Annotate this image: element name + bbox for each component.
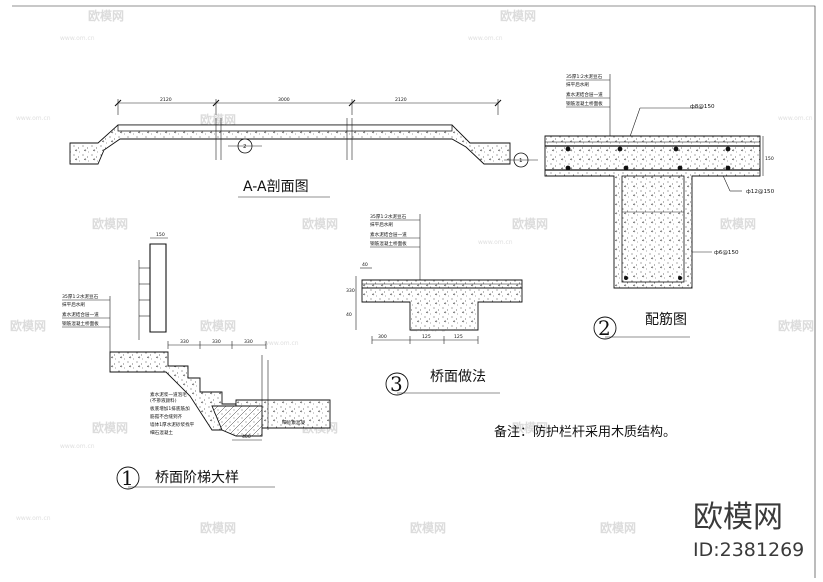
rebar-detail-number: 2 — [598, 316, 611, 340]
rebar-label-top: ф8@150 — [690, 104, 715, 110]
watermark-url: www.om.cn — [60, 35, 95, 42]
rebar-dim-side: 150 — [765, 156, 774, 162]
svg-text:40: 40 — [346, 312, 352, 318]
deck-detail: 35厚1:2水泥豆石 抹平后水刷 素水泥结合层一道 钢筋混凝土桥面板 40 33… — [346, 213, 523, 396]
watermark-brand: 欧模网 — [512, 420, 548, 435]
watermark-brand: 欧模网 — [92, 216, 128, 231]
watermark-brand: 欧模网 — [302, 216, 338, 231]
watermark-url: www.om.cn — [16, 515, 51, 522]
remark-note: 备注：防护栏杆采用木质结构。 — [494, 424, 676, 440]
deck-detail-number: 3 — [390, 372, 403, 396]
dim-left: 2120 — [160, 97, 172, 103]
watermark-url: www.om.cn — [468, 35, 503, 42]
svg-text:125: 125 — [454, 334, 463, 340]
section-aa-title: A-A剖面图 — [243, 179, 309, 195]
rebar-layer-1: 35厚1:2水泥豆石 — [566, 73, 603, 80]
railing-posts — [215, 118, 353, 160]
stair-step-dimension — [167, 341, 267, 349]
section-aa-dimension-line — [114, 99, 502, 115]
section-aa: 2120 3000 2120 2 1 A-A剖面图 — [69, 97, 538, 198]
rebar-label-stirrup: ф6@150 — [714, 250, 739, 256]
watermark-brand: 欧模网 — [10, 318, 46, 333]
svg-text:125: 125 — [422, 334, 431, 340]
watermark-url: www.om.cn — [60, 443, 95, 450]
svg-text:素水泥浆一道泡毛: 素水泥浆一道泡毛 — [150, 391, 187, 398]
stair-step-dim-1: 330 — [180, 339, 189, 345]
deck-section — [361, 279, 523, 331]
stair-detail-title: 桥面阶梯大样 — [155, 470, 239, 486]
drawing-id: ID:2381269 — [693, 539, 804, 561]
svg-text:(不掺液颜料): (不掺液颜料) — [150, 397, 177, 404]
svg-text:300: 300 — [378, 334, 387, 340]
deck-layer-1: 35厚1:2水泥豆石 — [370, 213, 407, 220]
stair-layer-3: 素水泥结合层一道 — [62, 311, 99, 318]
stair-body — [109, 351, 237, 431]
watermark-brand: 欧模网 — [720, 216, 756, 231]
watermark-brand: 欧模网 — [200, 318, 236, 333]
watermark-url: www.om.cn — [264, 340, 299, 347]
stair-top-dim: 150 — [156, 232, 165, 238]
watermark-brand: 欧模网 — [778, 318, 814, 333]
watermark-url: www.om.cn — [778, 115, 813, 122]
deck-detail-title: 桥面做法 — [430, 369, 486, 385]
stair-step-dim-2: 330 — [212, 339, 221, 345]
dim-right: 2120 — [395, 97, 407, 103]
svg-text:筋孤不合缝到齐: 筋孤不合缝到齐 — [150, 413, 183, 420]
sheet-border — [12, 5, 816, 578]
rebar-dots — [565, 146, 731, 280]
watermark-brand: 欧模网 — [200, 112, 236, 127]
watermark-brand: 欧模网 — [512, 216, 548, 231]
rebar-layer-3: 素水泥结合层一道 — [566, 91, 603, 98]
svg-text:1: 1 — [519, 158, 523, 164]
deck-layer-4: 钢筋混凝土桥面板 — [370, 240, 407, 247]
stair-base-fill — [211, 405, 263, 437]
svg-text:2: 2 — [243, 144, 247, 150]
stair-wall — [149, 243, 167, 333]
rebar-label-bottom: ф12@150 — [746, 189, 775, 195]
stair-layer-4: 钢筋混凝土桥面板 — [62, 320, 99, 327]
watermark-brand: 欧模网 — [200, 520, 236, 535]
svg-text:细石混凝土: 细石混凝土 — [150, 429, 173, 436]
svg-text:330: 330 — [346, 288, 355, 294]
rebar-detail-title: 配筋图 — [645, 311, 687, 328]
watermark-layer: 欧模网 欧模网 www.om.cn www.om.cn 欧模网 www.om.c… — [10, 8, 814, 535]
watermark-brand: 欧模网 — [88, 8, 124, 23]
brand-logo: 欧模网 — [693, 500, 783, 535]
deck-dimensions — [355, 267, 479, 344]
stair-notes: 素水泥浆一道泡毛 (不掺液颜料) 板底增加1排底筋加 筋孤不合缝到齐 墙体1厚水… — [150, 391, 195, 436]
watermark-brand: 欧模网 — [600, 520, 636, 535]
section-marker-2: 2 — [228, 138, 262, 154]
watermark-brand: 欧模网 — [500, 8, 536, 23]
stair-detail: 150 35厚1:2水泥豆石 抹平后水刷 素水泥结合层一道 钢筋混凝土桥面板 3… — [62, 232, 331, 490]
rebar-detail: 35厚1:2水泥豆石 抹平后水刷 素水泥结合层一道 钢筋混凝土桥面板 — [544, 73, 775, 340]
deck-layer-3: 素水泥结合层一道 — [370, 231, 407, 238]
svg-text:40: 40 — [362, 262, 368, 268]
stair-layer-2: 抹平后水刷 — [62, 301, 85, 308]
watermark-url: www.om.cn — [478, 239, 513, 246]
svg-text:墙体1厚水泥砂浆找平: 墙体1厚水泥砂浆找平 — [150, 421, 195, 428]
watermark-brand: 欧模网 — [92, 420, 128, 435]
deck-layer-2: 抹平后水刷 — [370, 221, 393, 228]
stair-step-dim-3: 330 — [244, 339, 253, 345]
watermark-url: www.om.cn — [16, 115, 51, 122]
rebar-layer-4: 钢筋混凝土桥面板 — [566, 100, 603, 107]
section-marker-1: 1 — [504, 152, 538, 168]
rebar-layer-2: 抹平后水刷 — [566, 81, 589, 88]
svg-text:板底增加1排底筋加: 板底增加1排底筋加 — [150, 405, 190, 412]
stair-detail-number: 1 — [121, 466, 134, 490]
dim-middle: 3000 — [278, 97, 290, 103]
stair-base-dim: 400 — [242, 434, 251, 440]
watermark-brand: 欧模网 — [410, 520, 446, 535]
stair-side-note: 细砂素混凝 — [282, 419, 305, 426]
stair-layer-1: 35厚1:2水泥豆石 — [62, 293, 99, 300]
